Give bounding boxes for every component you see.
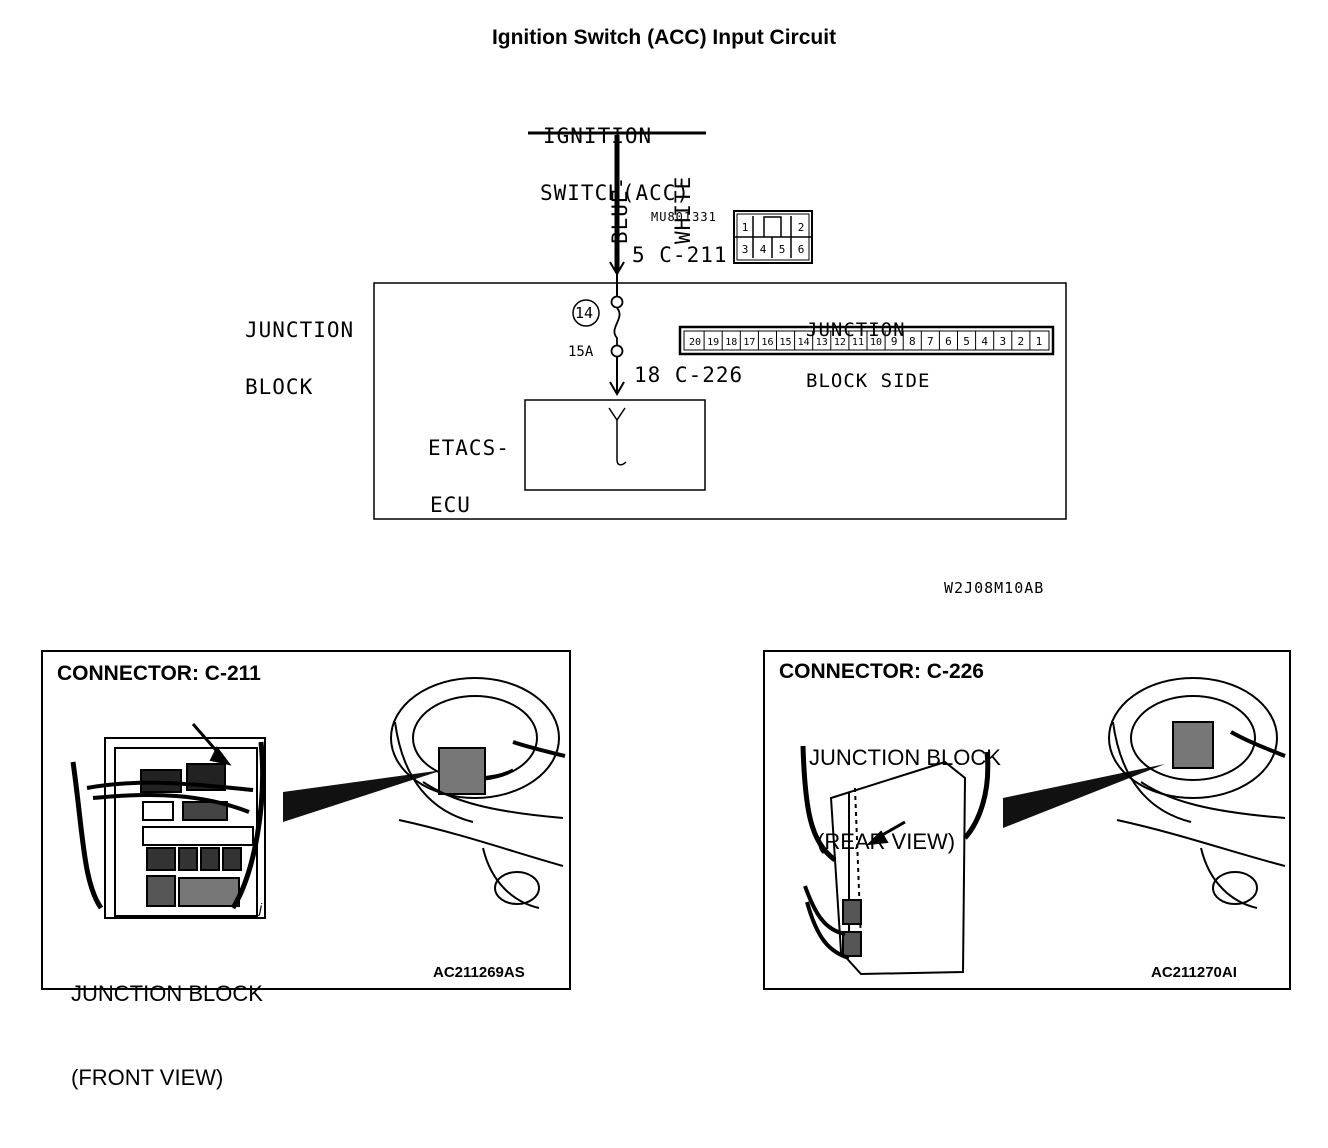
panel-c211-mark: j [259, 900, 263, 916]
panel-c211-code: AC211269AS [433, 964, 525, 981]
c226-location-illustration [800, 677, 1286, 976]
dashboard-drawing [390, 677, 566, 909]
diagram-canvas: Ignition Switch (ACC) Input Circuit [41, 26, 1291, 1090]
c226-pin: 19 [707, 337, 719, 348]
fuse-terminal-bottom [610, 344, 624, 358]
panel-c211: CONNECTOR: C-211 JUNCTION BLOCK (FRONT V… [41, 650, 571, 1090]
c226-pin: 11 [852, 337, 864, 348]
pin-c211-label: 5 C-211 [632, 243, 728, 267]
figure-code: W2J08M10AB [944, 579, 1045, 597]
c226-pin: 15 [780, 337, 792, 348]
c211-location-illustration [70, 677, 566, 919]
ecu-input-symbol [608, 407, 626, 422]
pointer-wedge [283, 770, 443, 822]
c226-pin: 8 [909, 335, 916, 348]
c226-pin: 16 [761, 337, 773, 348]
ecu-ground-hook [616, 459, 627, 466]
c226-pin: 3 [999, 335, 1006, 348]
pointer-wedge-right [1003, 764, 1165, 828]
panel-c226-caption: JUNCTION BLOCK (REAR VIEW) [809, 745, 1001, 854]
c226-pin: 10 [870, 337, 882, 348]
junction-block-box [373, 282, 1067, 520]
ecu-box [524, 399, 706, 491]
fuse-terminal-top [610, 295, 624, 309]
c211-pin: 3 [742, 243, 749, 256]
panel-c211-heading: CONNECTOR: C-211 [57, 662, 261, 685]
switch-label: IGNITION SWITCH(ACC) [540, 124, 691, 205]
c226-pin: 9 [891, 335, 898, 348]
fuse-rating: 15A [568, 344, 594, 360]
c211-pin: 2 [798, 221, 805, 234]
panel-c226-code: AC211270AI [1151, 964, 1237, 981]
junction-side-label: JUNCTION BLOCK SIDE [806, 319, 931, 392]
part-number: MU801331 [651, 210, 717, 224]
c211-pin: 5 [779, 243, 786, 256]
c211-pin: 1 [742, 221, 749, 234]
c226-pin: 5 [963, 335, 970, 348]
pin-c226-label: 18 C-226 [634, 363, 744, 387]
c226-pin: 7 [927, 335, 934, 348]
ecu-label: ETACS- ECU [428, 436, 510, 517]
c226-pin: 13 [816, 337, 828, 348]
c211-pin: 4 [760, 243, 767, 256]
c226-pin: 18 [725, 337, 737, 348]
c226-pin: 4 [981, 335, 988, 348]
junction-block-rear-drawing [800, 745, 991, 976]
c226-pin: 20 [689, 337, 701, 348]
junction-block-front-drawing [70, 723, 266, 919]
panel-c226-heading: CONNECTOR: C-226 [779, 660, 984, 683]
c226-pin: 12 [834, 337, 846, 348]
c226-pin: 14 [798, 337, 810, 348]
wire-arrow-bottom [609, 381, 625, 396]
dashboard-drawing-right [1108, 677, 1286, 909]
c226-pin: 6 [945, 335, 952, 348]
c226-pin: 1 [1036, 335, 1043, 348]
panel-c211-caption: JUNCTION BLOCK (FRONT VIEW) [71, 981, 263, 1090]
fuse-element [613, 307, 621, 346]
c211-pin: 6 [798, 243, 805, 256]
panel-c226: CONNECTOR: C-226 JUNCTION BLOCK (REAR VI… [763, 650, 1291, 990]
junction-block-label: JUNCTION BLOCK [245, 318, 355, 399]
c226-pin: 17 [743, 337, 755, 348]
connector-c211-face [733, 210, 813, 264]
fuse-number-circle [572, 299, 600, 327]
c226-pin: 2 [1018, 335, 1025, 348]
page-title: Ignition Switch (ACC) Input Circuit [491, 26, 837, 49]
fuse-number: 14 [575, 304, 594, 322]
